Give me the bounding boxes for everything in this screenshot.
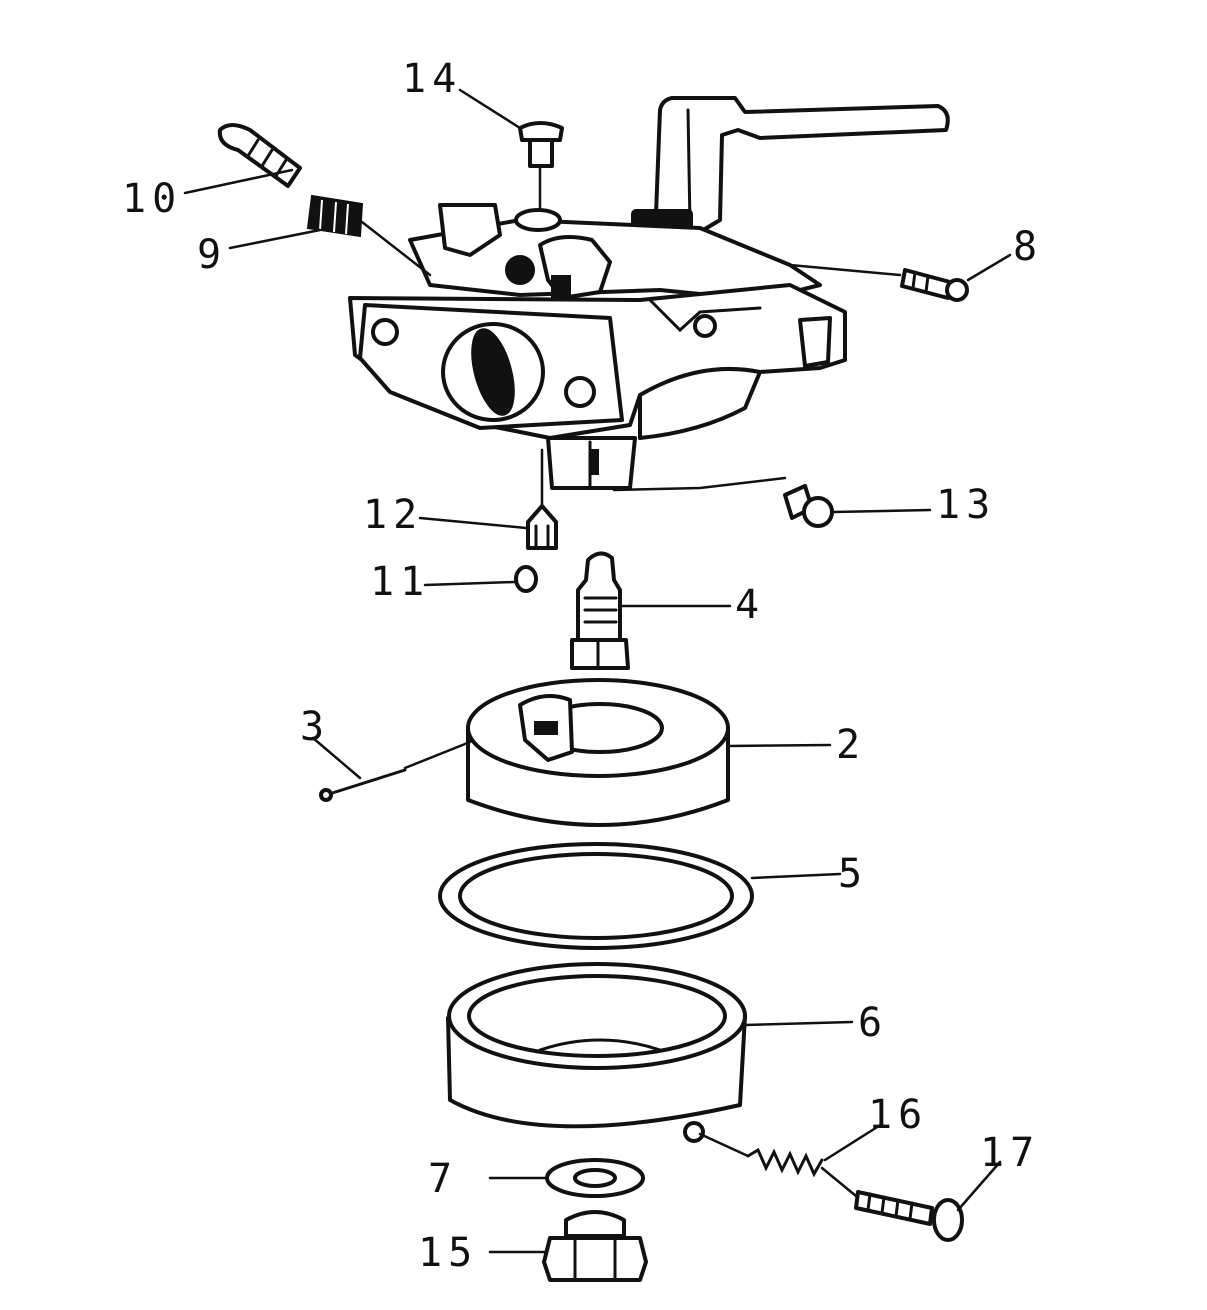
part-14-screw — [514, 121, 564, 232]
callout-10: 10 — [122, 176, 182, 222]
part-6-float-bowl — [446, 962, 747, 1143]
part-10-screw — [217, 123, 302, 188]
part-8-screw — [900, 268, 969, 302]
callout-15: 15 — [418, 1230, 478, 1276]
part-11-o-ring — [514, 565, 538, 593]
leader-13-axis — [612, 476, 787, 492]
callout-9: 9 — [197, 232, 227, 278]
callout-3: 3 — [300, 704, 330, 750]
leader-8 — [966, 253, 1012, 282]
callout-7: 7 — [428, 1156, 458, 1202]
leader-14 — [458, 88, 522, 130]
callout-13: 13 — [936, 482, 996, 528]
part-13-screw — [783, 484, 834, 528]
leader-2 — [726, 743, 832, 748]
leader-17 — [956, 1160, 1002, 1212]
part-2-float — [466, 678, 730, 827]
leader-10 — [183, 168, 294, 195]
leader-9 — [228, 228, 322, 250]
leader-3-axis — [403, 740, 472, 770]
leader-3 — [311, 736, 362, 780]
part-3-float-pin — [319, 768, 407, 802]
callout-8: 8 — [1013, 224, 1043, 270]
part-7-washer — [545, 1158, 645, 1198]
leader-12 — [418, 516, 528, 530]
part-16-spring — [746, 1147, 824, 1178]
callout-2: 2 — [836, 722, 866, 768]
callout-14: 14 — [402, 56, 462, 102]
part-9-spacer — [306, 194, 364, 238]
leader-16-axis — [698, 1132, 750, 1158]
part-15-bowl-nut — [542, 1210, 648, 1282]
callout-17: 17 — [980, 1130, 1040, 1176]
leader-13 — [832, 508, 932, 514]
callout-labels: 14 10 9 8 12 13 11 4 3 2 5 6 16 17 7 15 — [122, 56, 1043, 1276]
callout-4: 4 — [735, 582, 765, 628]
part-1-carburetor-body — [348, 96, 950, 490]
callout-12: 12 — [363, 492, 423, 538]
part-12-main-jet — [526, 504, 558, 550]
leader-11 — [423, 580, 516, 587]
leader-lines — [183, 88, 1012, 1254]
part-5-bowl-gasket — [438, 842, 754, 950]
callout-5: 5 — [838, 851, 868, 897]
leader-17-axis — [820, 1166, 858, 1198]
leader-9-axis — [360, 220, 432, 277]
leader-5 — [750, 872, 842, 880]
callout-6: 6 — [858, 1000, 888, 1046]
callout-11: 11 — [370, 559, 430, 605]
part-17-adjust-screw — [854, 1190, 964, 1242]
leader-6 — [743, 1020, 854, 1027]
part-4-main-nozzle — [570, 551, 630, 670]
leader-16 — [823, 1122, 884, 1162]
leader-8-axis — [788, 263, 902, 277]
callout-16: 16 — [868, 1092, 928, 1138]
